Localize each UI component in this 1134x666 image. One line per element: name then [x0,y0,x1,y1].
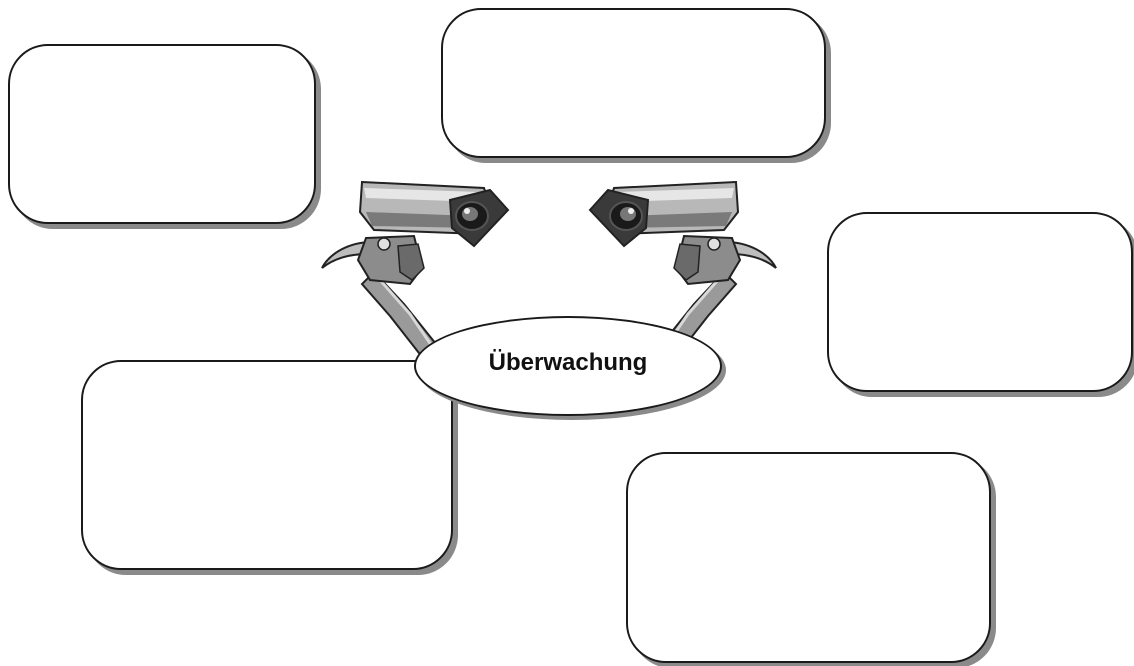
center-topic-label: Überwachung [488,349,648,376]
empty-box-bottom-right [626,452,991,663]
empty-box-top-center [441,8,826,158]
empty-box-top-left [8,44,316,224]
empty-box-bottom-left [81,360,453,570]
empty-box-right [827,212,1133,392]
center-topic-ellipse: Überwachung [414,316,722,416]
left-surveillance-camera-icon [321,180,510,364]
